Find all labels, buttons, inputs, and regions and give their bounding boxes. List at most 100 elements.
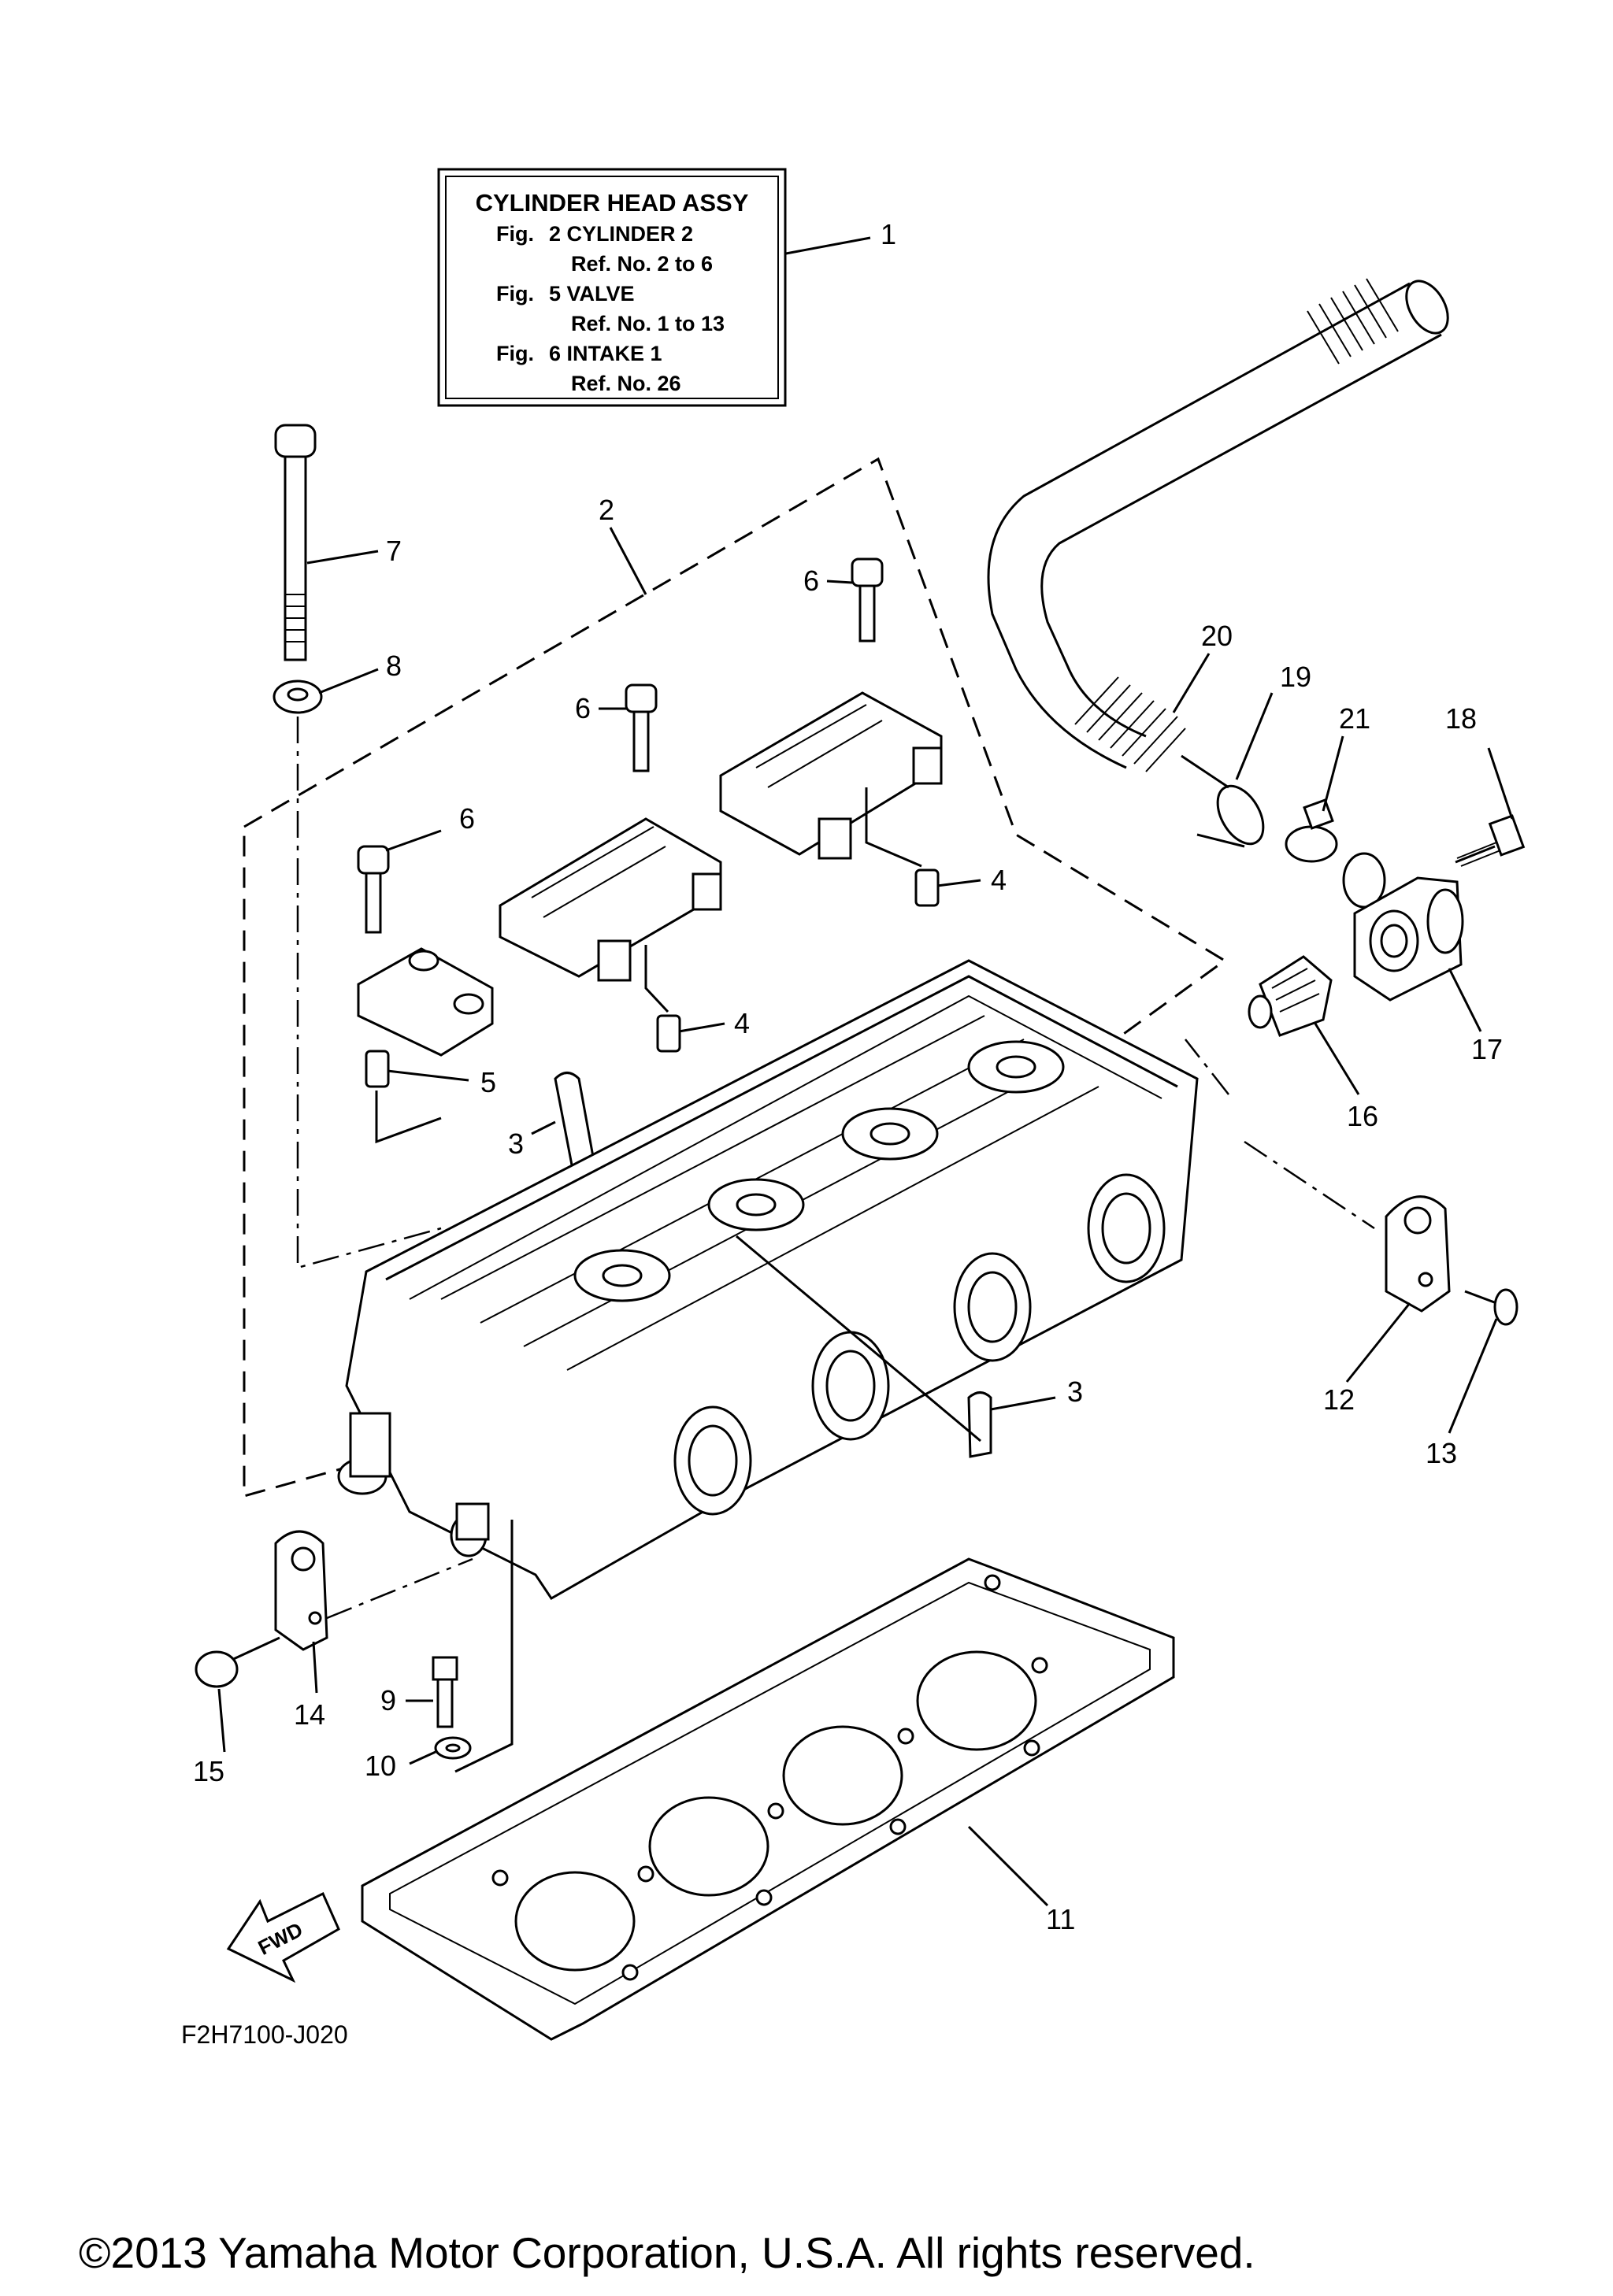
gasket-bolt-holes — [491, 1574, 1048, 1981]
callout-7: 7 — [386, 535, 402, 567]
bracket-12 — [1385, 1195, 1451, 1313]
leader-2 — [609, 527, 647, 595]
leader-17 — [1448, 968, 1482, 1032]
centerline-14 — [326, 1557, 473, 1620]
leader-16 — [1314, 1023, 1360, 1095]
washer-8 — [273, 680, 323, 714]
centerline-7 — [296, 717, 442, 1269]
callout-20: 20 — [1201, 620, 1233, 652]
assembly-line-5-fig: Fig. — [496, 342, 534, 365]
leader-12 — [1345, 1302, 1411, 1383]
leader-6a — [826, 580, 853, 584]
centerline-16 — [1185, 1039, 1229, 1095]
assembly-title: CYLINDER HEAD ASSY — [476, 189, 749, 217]
subassembly-boundary — [243, 457, 1227, 1498]
bolt-15 — [195, 1636, 280, 1688]
cap-end — [357, 947, 494, 1057]
callout-1: 1 — [881, 218, 896, 250]
assembly-line-4: Ref. No. 1 to 13 — [571, 312, 725, 335]
leader-19 — [1235, 692, 1274, 780]
centerline-5 — [375, 1091, 442, 1144]
centerline-4b — [644, 945, 669, 1013]
bolt-6-middle — [625, 683, 658, 772]
diagram-code: F2H7100-J020 — [181, 2020, 348, 2049]
callout-21: 21 — [1339, 702, 1370, 735]
bolt-9 — [432, 1656, 458, 1728]
head-gasket — [361, 1557, 1175, 2041]
leader-8 — [318, 668, 379, 694]
assembly-line-3-fig: Fig. — [496, 282, 534, 306]
assembly-line-2: Ref. No. 2 to 6 — [571, 252, 713, 276]
cylinder-head — [337, 959, 1199, 1600]
camshaft-cap-lower — [499, 817, 722, 982]
assembly-info-box: CYLINDER HEAD ASSY Fig. 2 CYLINDER 2 Ref… — [437, 168, 787, 407]
callout-5: 5 — [480, 1066, 496, 1098]
leader-18 — [1487, 747, 1514, 820]
camshaft-cap-upper — [719, 691, 943, 860]
callout-17: 17 — [1471, 1033, 1503, 1065]
callout-labels: 1 2 3 3 4 4 5 6 6 6 7 8 9 10 11 12 13 14… — [193, 218, 1503, 1935]
leader-3a — [531, 1120, 556, 1135]
leader-3-guide-line — [736, 1235, 981, 1442]
callout-2: 2 — [599, 494, 614, 526]
centerline-9 — [454, 1520, 514, 1773]
leader-4a — [936, 879, 981, 887]
callout-19: 19 — [1280, 661, 1311, 693]
callout-6-middle: 6 — [575, 692, 591, 724]
callout-14: 14 — [294, 1698, 325, 1731]
dowel-5 — [365, 1050, 390, 1088]
leader-21 — [1322, 735, 1344, 812]
leader-20 — [1172, 653, 1211, 713]
callout-16: 16 — [1347, 1100, 1378, 1132]
callout-8: 8 — [386, 650, 402, 682]
dowel-4-upper — [914, 868, 940, 907]
thermostat-housing — [1342, 852, 1464, 1002]
leader-3b — [990, 1396, 1056, 1411]
fwd-arrow-icon: FWD — [226, 1891, 340, 1983]
leader-13 — [1448, 1318, 1498, 1434]
leader-7 — [306, 550, 379, 565]
callout-9: 9 — [380, 1684, 396, 1716]
bolt-18 — [1455, 814, 1526, 867]
leader-15 — [217, 1688, 226, 1753]
bolt-6-upper — [851, 557, 884, 643]
centerline-12 — [1244, 1140, 1375, 1230]
callout-12: 12 — [1323, 1383, 1355, 1416]
leader-5 — [387, 1069, 469, 1082]
centerline-4a — [865, 787, 922, 868]
thermostat — [1248, 955, 1333, 1037]
leader-11 — [967, 1825, 1049, 1907]
copyright-notice: ©2013 Yamaha Motor Corporation, U.S.A. A… — [79, 2228, 1255, 2277]
hose-corrugation-upper — [1307, 278, 1399, 365]
callout-13: 13 — [1426, 1437, 1457, 1469]
hose-clamp — [1285, 798, 1338, 863]
bracket-14 — [274, 1530, 328, 1651]
callout-4-upper: 4 — [991, 864, 1007, 896]
callout-3-upper: 3 — [508, 1128, 524, 1160]
assembly-line-3: 5 VALVE — [549, 282, 635, 306]
callout-6-upper: 6 — [803, 565, 819, 597]
leader-14 — [312, 1641, 318, 1694]
valve-guide-3-lower — [967, 1391, 992, 1458]
callout-11: 11 — [1046, 1903, 1075, 1935]
leader-1 — [785, 236, 871, 255]
callout-18: 18 — [1445, 702, 1477, 735]
callout-10: 10 — [365, 1750, 396, 1782]
leader-10 — [409, 1750, 436, 1765]
leader-4b — [678, 1022, 725, 1033]
callout-3-lower: 3 — [1067, 1376, 1083, 1408]
washer-10 — [434, 1736, 472, 1760]
callout-6-lower: 6 — [459, 802, 475, 835]
screw-13 — [1464, 1288, 1518, 1326]
bolt-6-lower — [357, 845, 390, 934]
callout-15: 15 — [193, 1755, 224, 1787]
leader-6c — [385, 829, 442, 852]
hose — [987, 278, 1449, 848]
assembly-line-1-fig: Fig. — [496, 222, 534, 246]
valve-guide-3-upper — [554, 1072, 596, 1176]
assembly-line-5: 6 INTAKE 1 — [549, 342, 662, 365]
hose-corrugation-lower — [1074, 676, 1186, 772]
assembly-line-1: 2 CYLINDER 2 — [549, 222, 693, 246]
dowel-4-lower — [656, 1014, 681, 1053]
